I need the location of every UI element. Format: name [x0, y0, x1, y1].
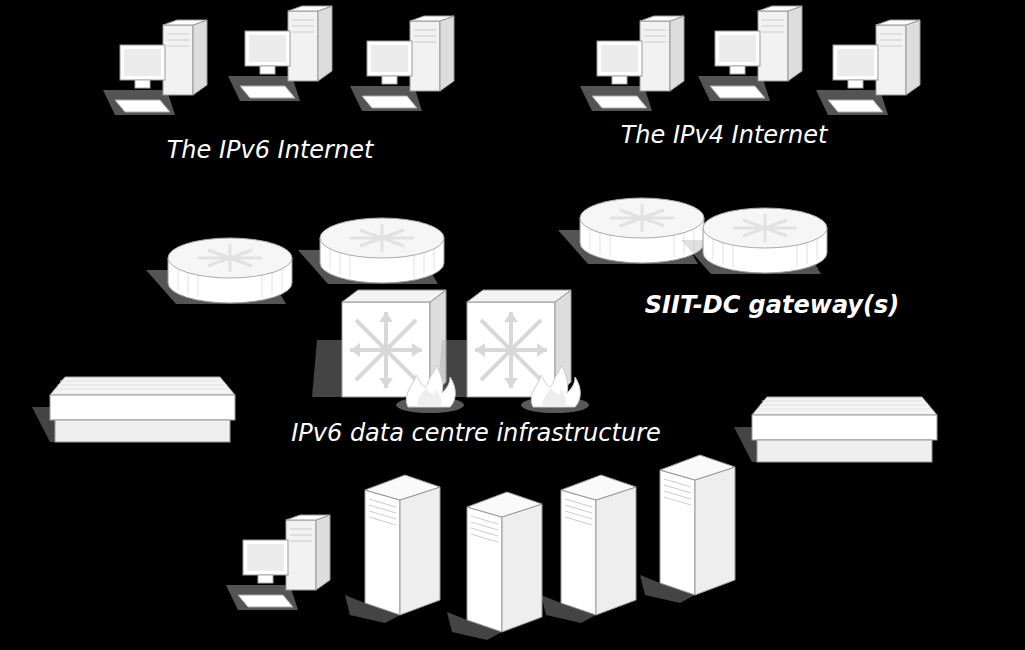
network-cloud: The IPv6 Internet — [60, 0, 515, 275]
cloud-title: IPv6 data centre infrastructure — [291, 419, 661, 448]
cloud-title: The IPv4 Internet — [621, 121, 828, 150]
network-cloud: The IPv4 Internet — [528, 0, 948, 270]
gateway-label: SIIT-DC gateway(s) — [645, 291, 899, 320]
cloud-title: The IPv6 Internet — [167, 136, 374, 165]
